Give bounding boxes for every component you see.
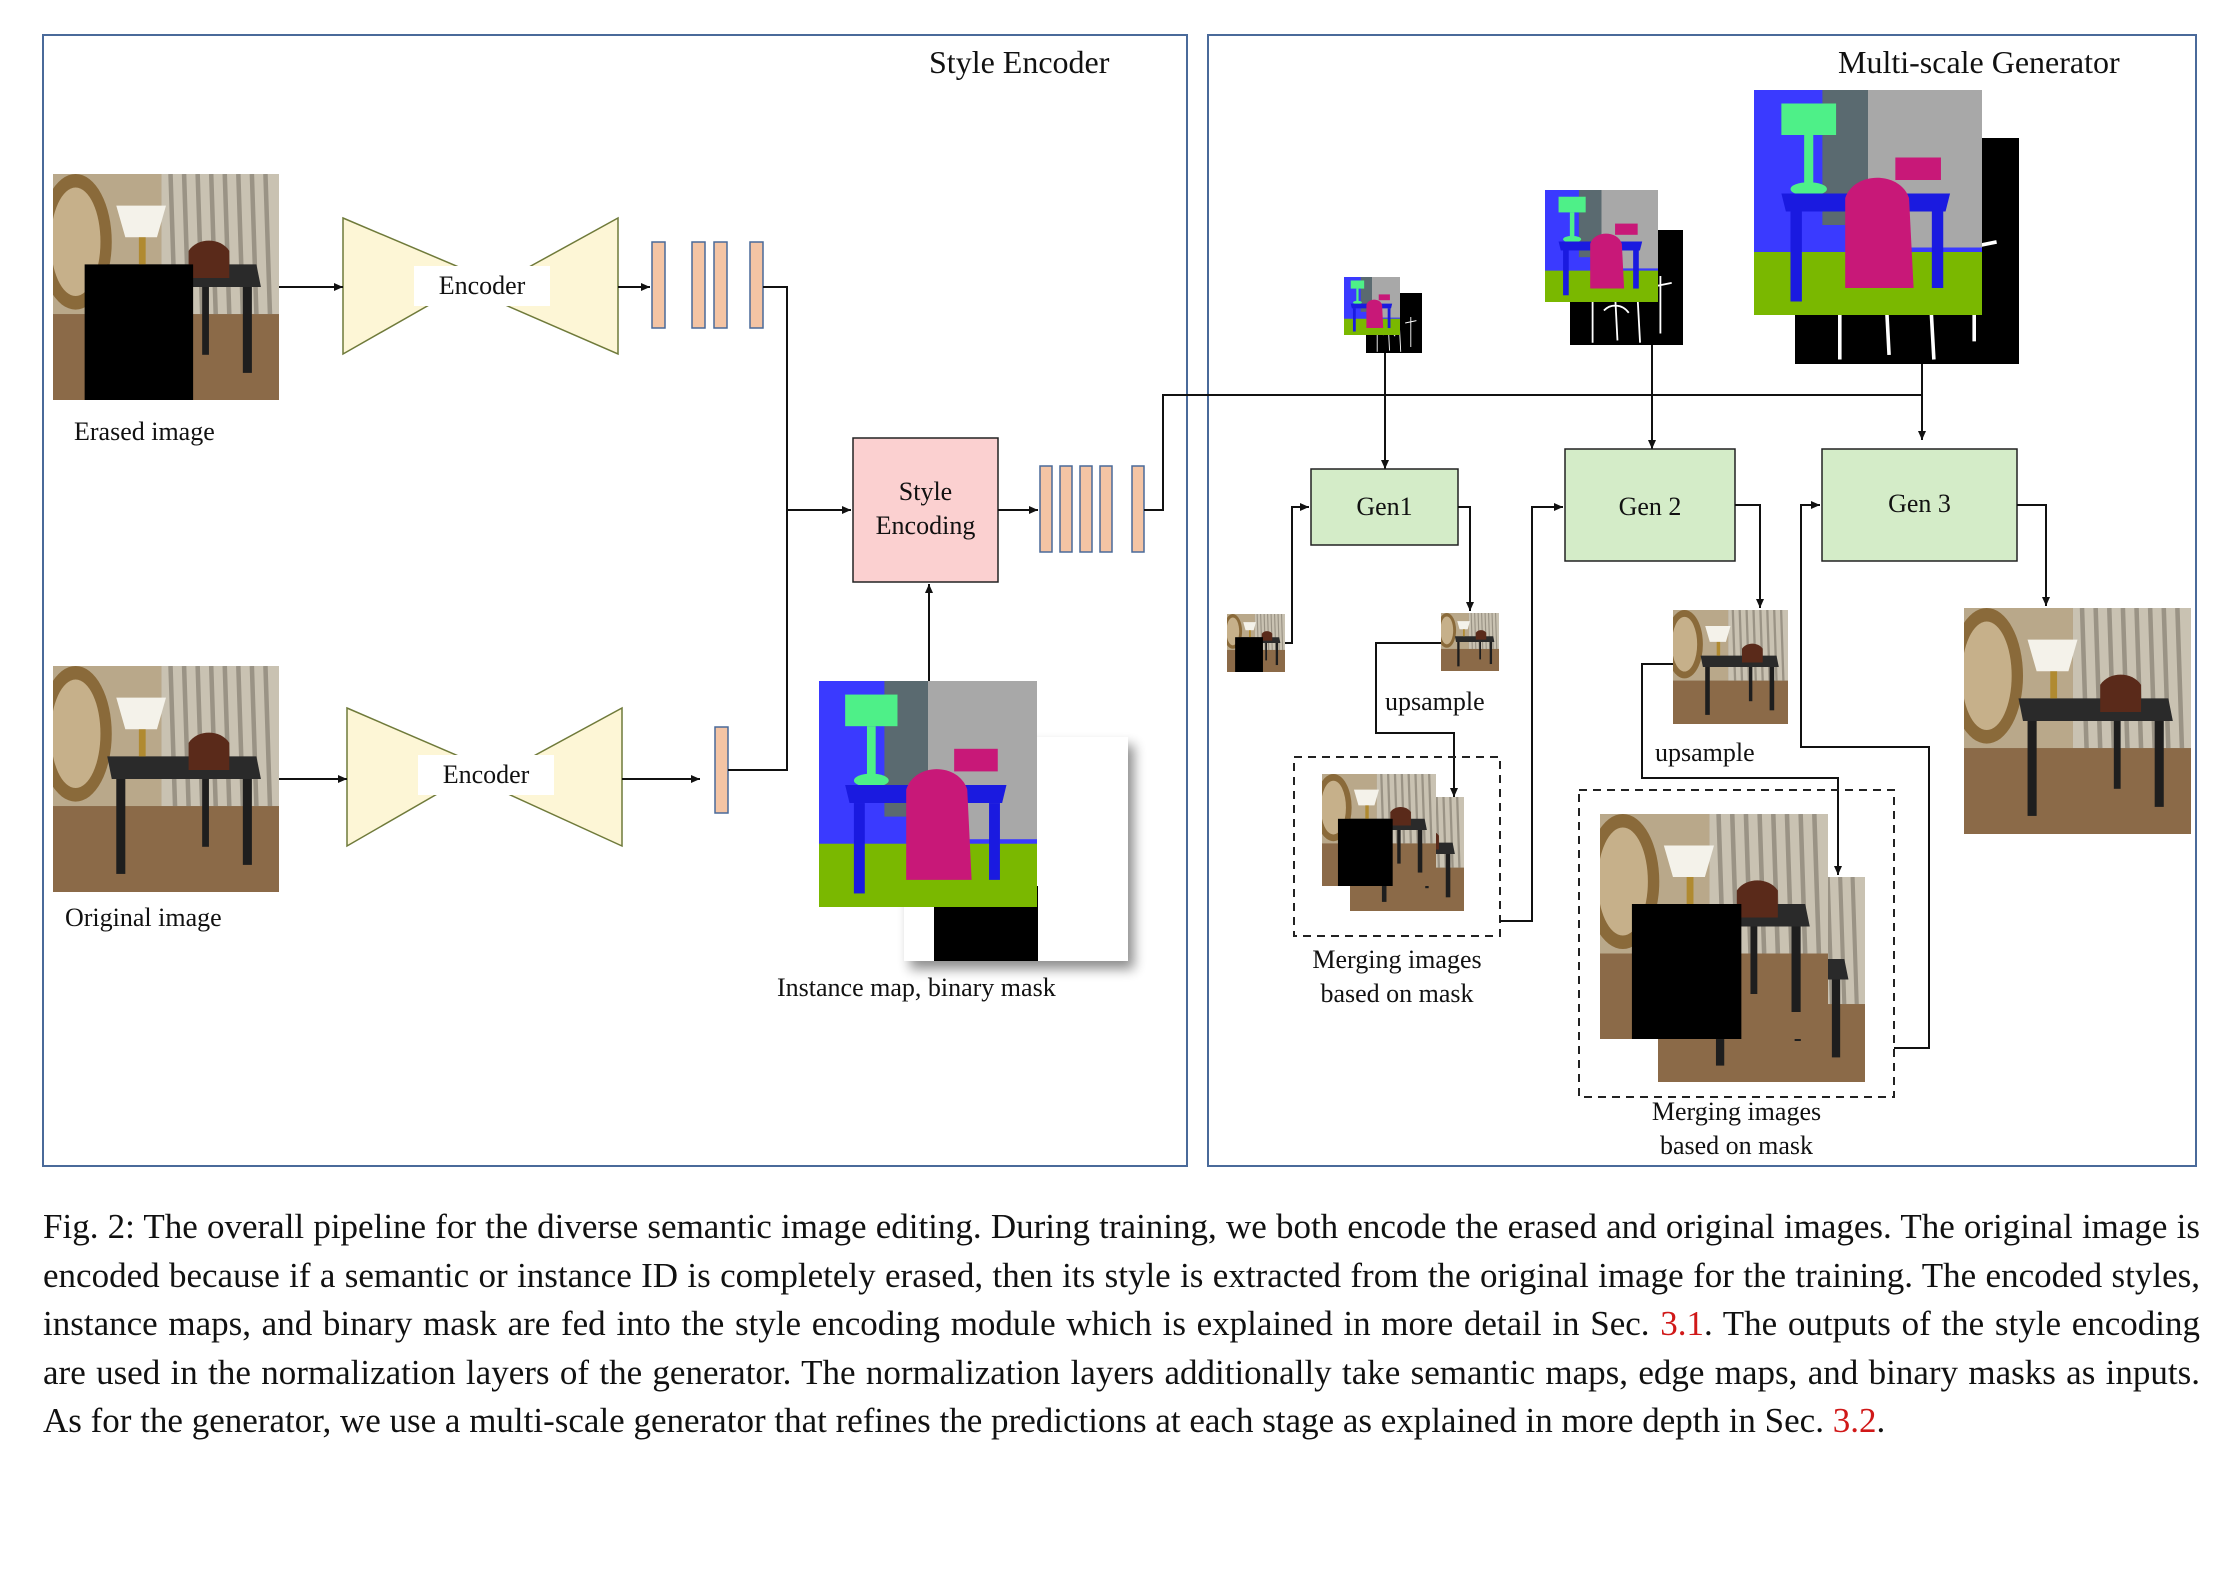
style-bar [1079, 465, 1093, 553]
semantic-map-medium [1545, 190, 1658, 302]
pipeline-diagram: Style Encoder Multi-scale Generator Enco… [39, 34, 2197, 1167]
gen1-label: Gen1 [1356, 492, 1413, 521]
style-encoder-panel [42, 34, 1188, 1167]
feature-bar [651, 241, 666, 329]
merge-2-label-line1: Merging images [1651, 1097, 1822, 1126]
semantic-map-small [1344, 277, 1400, 335]
style-encoding-box [852, 437, 999, 583]
figure-caption: Fig. 2: The overall pipeline for the div… [43, 1203, 2200, 1446]
generator-title: Multi-scale Generator [1838, 44, 2120, 80]
merge-2-erased [1586, 814, 1828, 1039]
encoder-top-label: Encoder [438, 271, 526, 300]
erased-image-label: Erased image [74, 417, 215, 446]
style-bar [1099, 465, 1113, 553]
gen1-output [1441, 613, 1499, 671]
gen1-box [1310, 468, 1459, 546]
style-bar [1059, 465, 1073, 553]
generator-panel [1207, 34, 2197, 1167]
gen3-label: Gen 3 [1888, 489, 1951, 518]
original-image-label: Original image [65, 903, 222, 932]
instance-map-label: Instance map, binary mask [777, 973, 1056, 1002]
style-encoder-title: Style Encoder [929, 44, 1110, 80]
gen2-output [1673, 610, 1788, 724]
encoder-bottom-label-box [418, 755, 554, 795]
style-encoding-label-line2: Encoding [875, 511, 976, 540]
feature-bar [713, 241, 728, 329]
diagram-canvas [39, 34, 2197, 1167]
upsample-label-1: upsample [1385, 686, 1485, 718]
upsample-label-2: upsample [1655, 737, 1755, 769]
caption-text-2: . The outputs of the style encoding are … [43, 1304, 2200, 1440]
caption-text-3: . [1876, 1401, 1886, 1440]
merge-1-erased [1315, 774, 1436, 886]
style-bar [1039, 465, 1053, 553]
gen3-box [1821, 448, 2018, 562]
feature-bar [749, 241, 764, 329]
final-output-image [1950, 608, 2191, 834]
caption-ref-3-2[interactable]: 3.2 [1832, 1401, 1877, 1440]
gen2-box [1564, 448, 1736, 562]
feature-bar [691, 241, 706, 329]
style-encoding-label-line1: Style [898, 477, 953, 506]
gen2-label: Gen 2 [1618, 492, 1682, 521]
caption-ref-3-1[interactable]: 3.1 [1660, 1304, 1704, 1343]
original-image [39, 666, 279, 892]
feature-bar [714, 726, 729, 814]
merge-box-2 [1578, 789, 1895, 1098]
caption-text-1: Fig. 2: The overall pipeline for the div… [43, 1207, 2200, 1343]
merge-1-label-line1: Merging images [1312, 945, 1482, 974]
merge-2-label-line2: based on mask [1659, 1131, 1814, 1160]
style-bar [1131, 465, 1145, 553]
merge-1-label-line2: based on mask [1320, 979, 1474, 1008]
encoder-top-label-box [414, 266, 550, 306]
erased-input-small [1224, 614, 1285, 672]
encoder-bottom-label: Encoder [442, 760, 530, 789]
semantic-map-large [1754, 90, 1982, 315]
merge-box-1 [1293, 756, 1501, 937]
erased-image [39, 174, 279, 400]
instance-map-and-mask [819, 681, 1128, 961]
